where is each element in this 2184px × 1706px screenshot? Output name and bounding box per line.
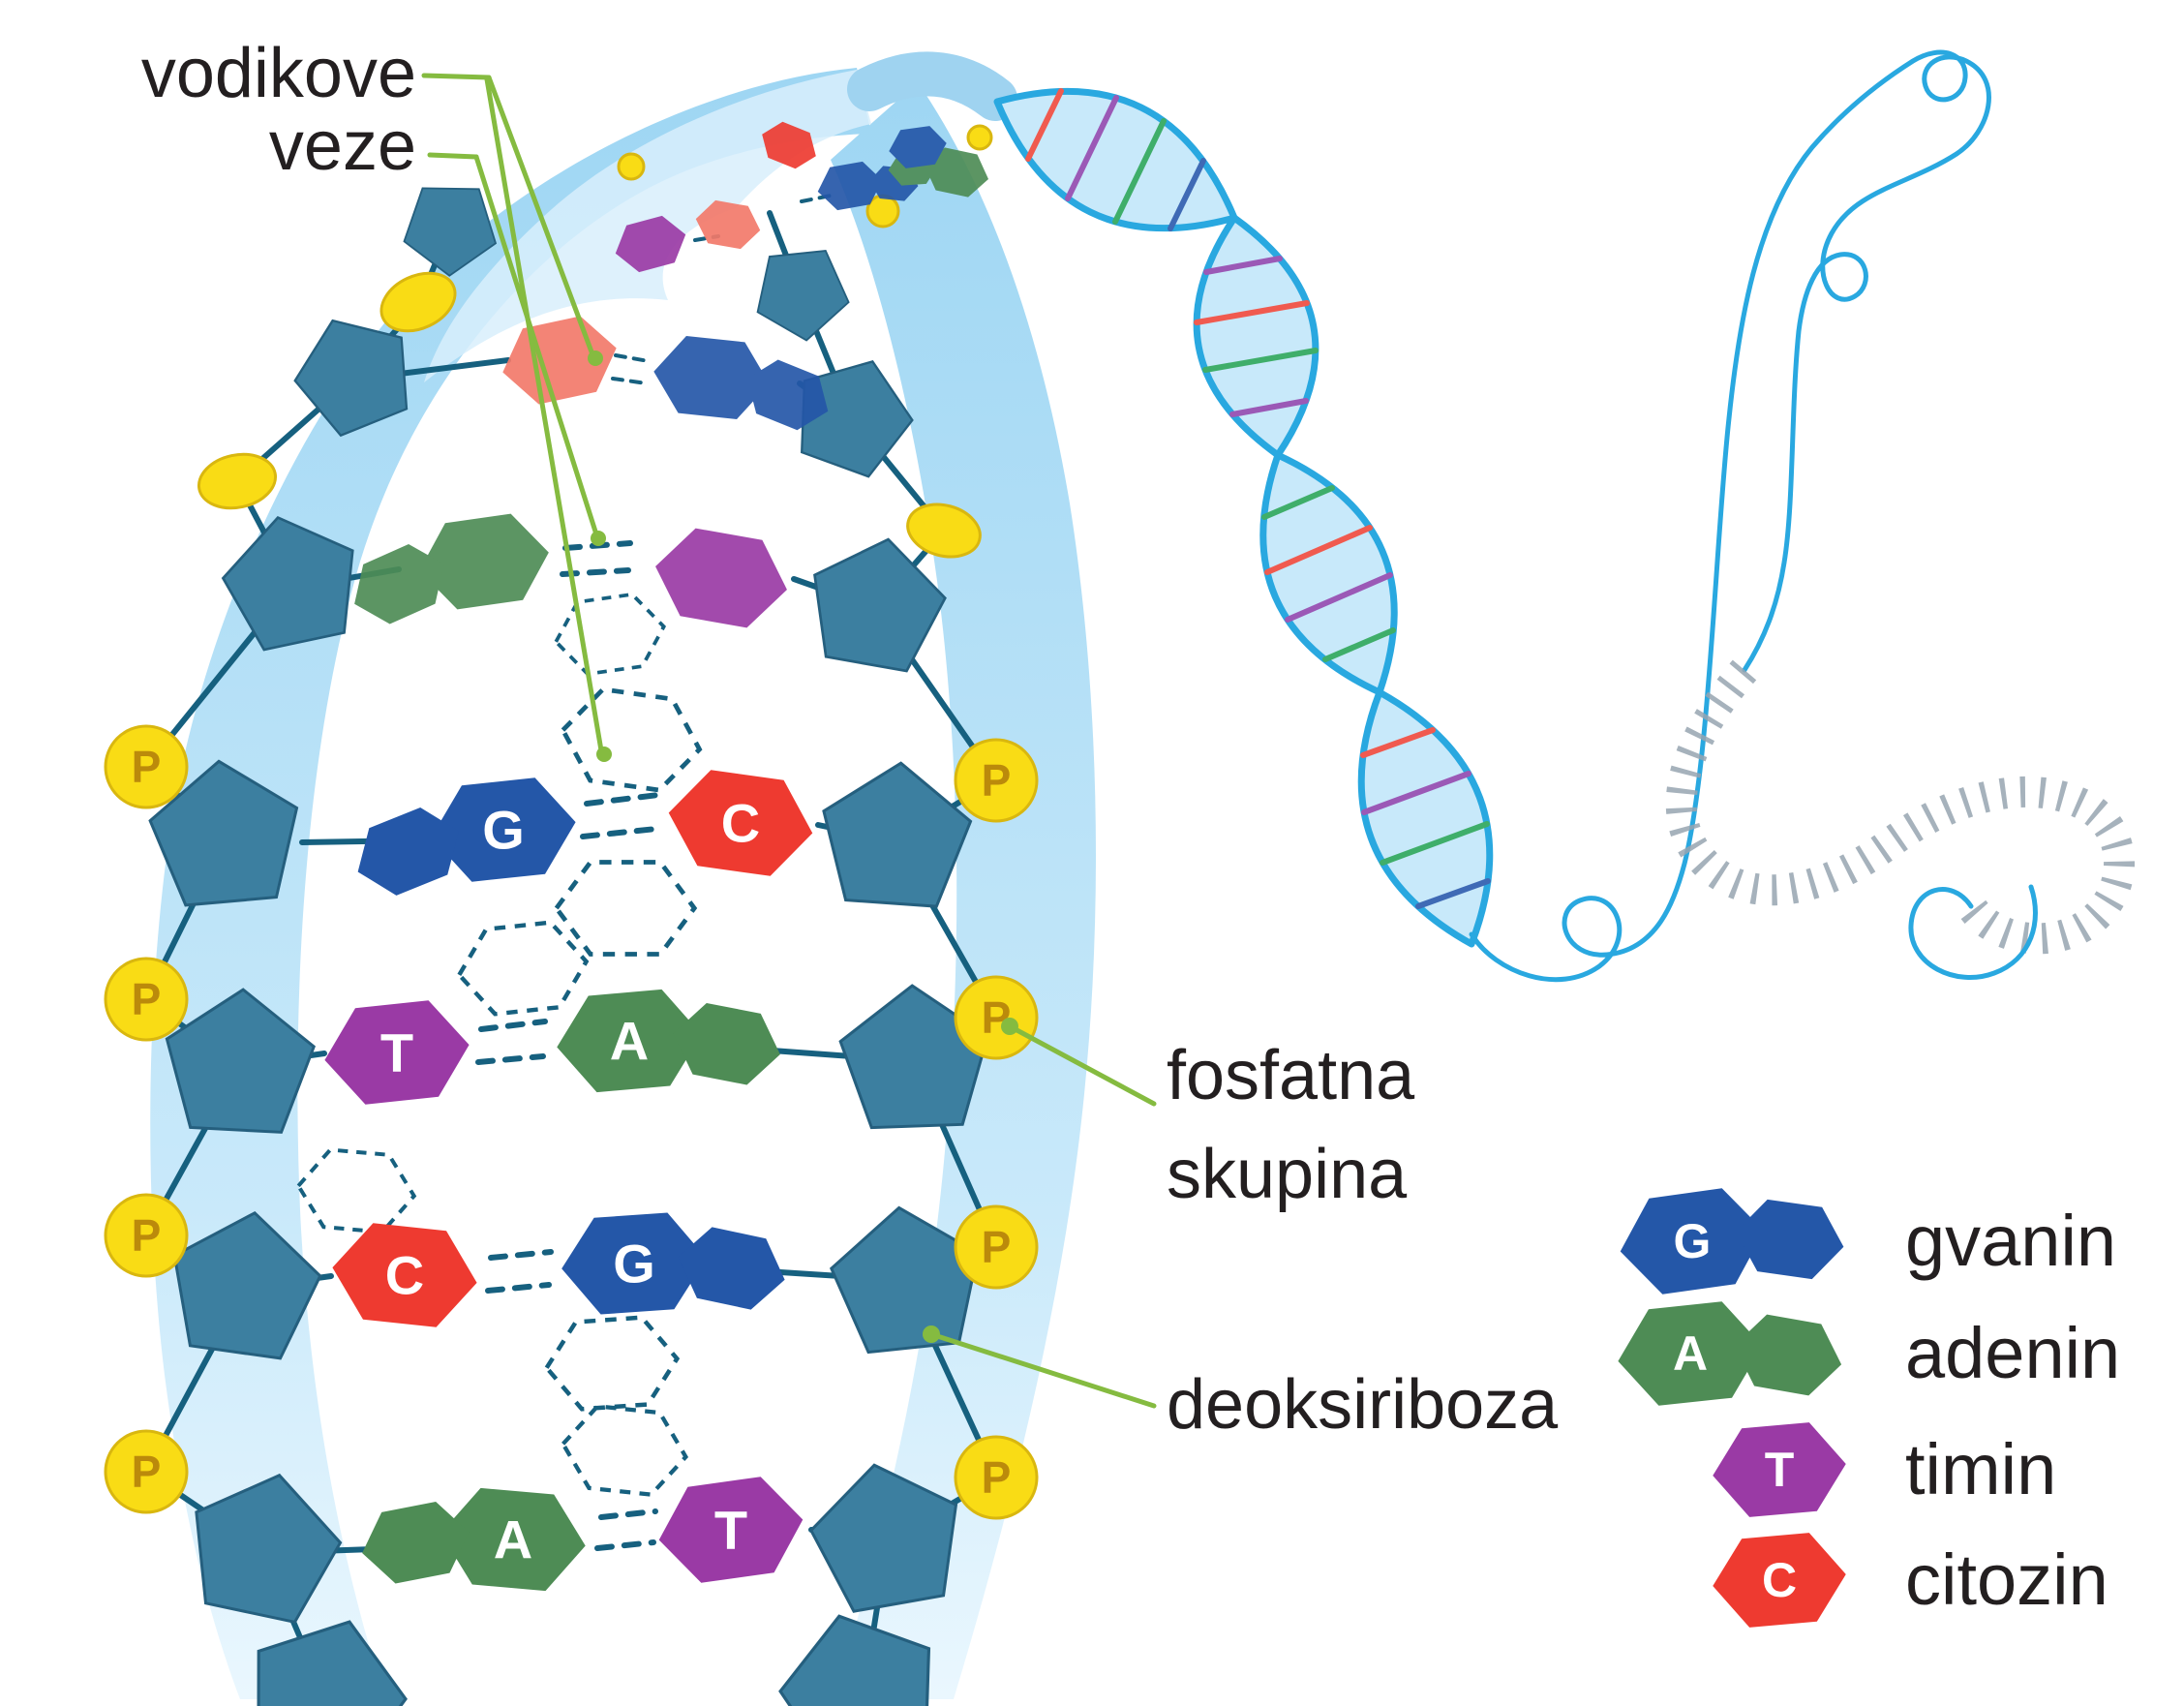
base-letter: T xyxy=(714,1500,747,1561)
phosphate-ellipse xyxy=(379,271,457,333)
helix-twist-segment xyxy=(1357,688,1494,948)
legend-letter: A xyxy=(1673,1326,1708,1381)
sugar-pentagon xyxy=(816,756,976,910)
svg-text:P: P xyxy=(132,1210,162,1261)
legend: G gvanin A adenin T timin C citozin xyxy=(1613,1172,2120,1630)
legend-label: gvanin xyxy=(1905,1201,2116,1281)
svg-text:P: P xyxy=(982,1452,1012,1503)
svg-text:P: P xyxy=(132,974,162,1024)
phosphate-circle: P xyxy=(954,975,1039,1060)
unwound-dna-strand xyxy=(1469,49,1991,983)
legend-item-guanine: G gvanin xyxy=(1614,1172,2116,1313)
base-adenine xyxy=(349,1478,590,1607)
legend-item-adenine: A adenin xyxy=(1613,1289,2120,1422)
helix-twist-segment xyxy=(993,87,1238,232)
hydrogen-bond-pointer-dot xyxy=(596,746,612,762)
phosphate-ellipse xyxy=(906,503,982,559)
base-letter: T xyxy=(380,1022,413,1083)
legend-letter: C xyxy=(1762,1553,1797,1607)
label-hydrogen-bonds-line2: veze xyxy=(269,107,416,185)
phosphate-circle: P xyxy=(104,1429,189,1514)
left-backbone-ribbon xyxy=(150,68,871,1699)
label-phosphate-group-line1: fosfatna xyxy=(1167,1037,1415,1114)
base-letter: G xyxy=(613,1234,655,1295)
phosphate-circle: P xyxy=(104,724,189,809)
hydrogen-bond-pointer-dot xyxy=(588,350,603,366)
ribbon-to-helix-connector xyxy=(847,51,1017,121)
legend-item-thymine: T timin xyxy=(1709,1419,2056,1520)
helix-twist-segment xyxy=(1193,214,1320,459)
phosphate-dot xyxy=(966,124,993,151)
phosphate-circle: P xyxy=(954,738,1039,823)
legend-label: timin xyxy=(1905,1429,2056,1509)
legend-letter: T xyxy=(1765,1443,1795,1497)
backbone-ribbons xyxy=(150,51,1096,1699)
base-adenine xyxy=(553,979,793,1109)
right-backbone-ribbon xyxy=(831,82,1096,1699)
legend-letter: G xyxy=(1674,1214,1712,1268)
legend-label: adenin xyxy=(1905,1313,2120,1393)
label-deoxyribose: deoksiriboza xyxy=(1167,1366,1559,1444)
phosphate-ellipse xyxy=(197,452,278,510)
text-labels: vodikove veze fosfatna skupina deoksirib… xyxy=(141,35,1559,1444)
base-guanine xyxy=(340,774,582,907)
svg-text:P: P xyxy=(132,1447,162,1497)
base-guanine xyxy=(559,1204,798,1330)
phosphate-circle: P xyxy=(954,1204,1039,1290)
dna-helix xyxy=(993,87,1494,948)
unwound-dna-strand-end xyxy=(1908,884,2038,980)
chromatin-squiggle xyxy=(1469,49,2135,983)
phosphate-groups: P P P P P P P P xyxy=(104,124,1039,1520)
svg-text:P: P xyxy=(982,992,1012,1043)
label-phosphate-group-line2: skupina xyxy=(1167,1136,1408,1213)
phosphate-circle: P xyxy=(104,957,189,1042)
helix-base-rungs xyxy=(1025,88,1491,909)
sugar-pentagon xyxy=(742,227,866,350)
deoxyribose-pointer-dot xyxy=(923,1325,940,1343)
hydrogen-bonds xyxy=(295,194,833,1551)
legend-item-cytosine: C citozin xyxy=(1709,1530,2108,1630)
phosphate-circle: P xyxy=(104,1193,189,1278)
base-letter: A xyxy=(494,1509,532,1570)
svg-text:P: P xyxy=(982,755,1012,806)
base-letter: G xyxy=(482,800,525,861)
base-pair-rows: G C T A C G A T xyxy=(319,765,820,1607)
base-letter: C xyxy=(385,1245,424,1306)
svg-text:P: P xyxy=(982,1222,1012,1272)
label-hydrogen-bonds-line1: vodikove xyxy=(141,35,416,112)
phosphate-pointer-dot xyxy=(1001,1018,1018,1035)
hydrogen-bond-pointer-dot xyxy=(591,531,606,546)
phosphate-circle: P xyxy=(954,1435,1039,1520)
hatched-fiber-segment xyxy=(1665,659,2135,955)
annotations xyxy=(421,73,1157,1409)
legend-label: citozin xyxy=(1905,1539,2108,1620)
svg-text:P: P xyxy=(132,742,162,792)
phosphate-dot xyxy=(617,152,646,181)
base-letter: A xyxy=(610,1011,649,1072)
base-letter: C xyxy=(721,793,760,854)
